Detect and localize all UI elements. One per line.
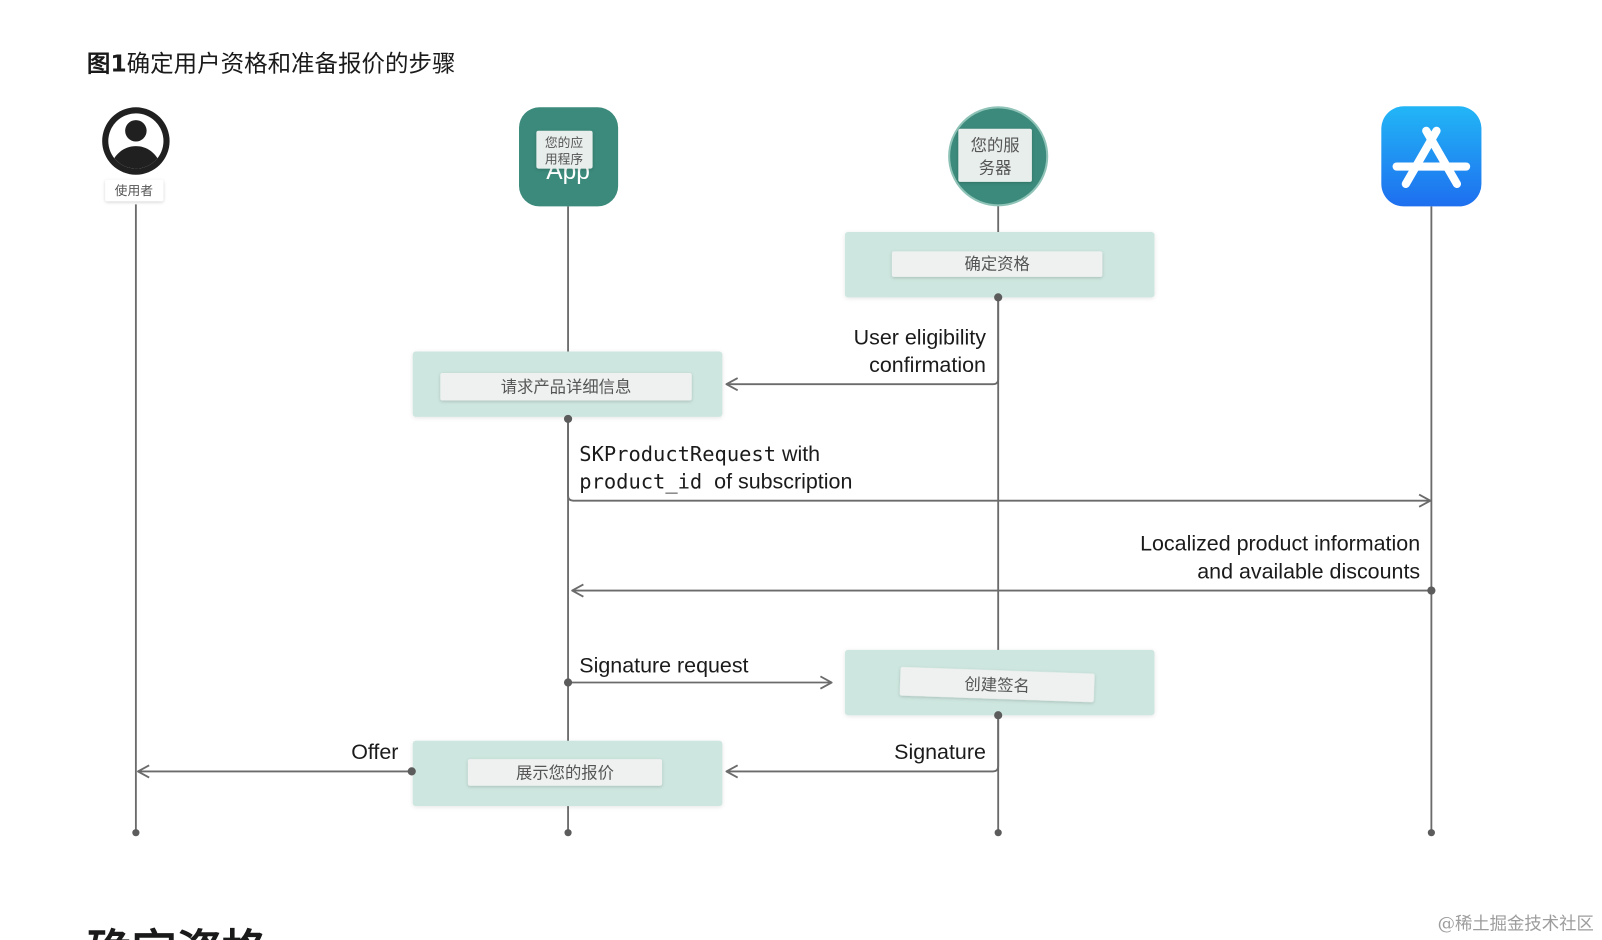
dot-product-request-start — [563, 414, 573, 424]
msg-product-request-of-subscription: of subscription — [702, 469, 852, 493]
arrow-eligibility-confirmation — [725, 297, 1000, 392]
app-store-glyph — [1392, 126, 1471, 189]
figure-title-text: 确定用户资格和准备报价的步骤 — [127, 50, 456, 78]
participant-app-store — [1381, 106, 1482, 207]
code-skproductrequest: SKProductRequest — [579, 442, 776, 466]
step-label-box — [440, 372, 692, 401]
lifeline-end-server — [994, 829, 1002, 837]
lifeline-end-app-store — [1427, 829, 1435, 837]
server-label-line2: 务器 — [979, 159, 1012, 178]
user-label-box — [105, 179, 164, 202]
participant-server: 您的服 务器 — [948, 106, 1049, 207]
dot-signature-start — [994, 711, 1003, 720]
next-section-heading: 确定资格 — [87, 925, 268, 940]
step-request-product-details: 请求产品详细信息 — [412, 351, 723, 417]
msg-product-info-line1: Localized product information — [1140, 532, 1420, 556]
server-label-box — [958, 128, 1032, 182]
app-label-line2: 用程序 — [545, 152, 584, 167]
msg-signature-request: Signature request — [579, 653, 748, 677]
lifeline-end-user — [132, 829, 140, 837]
figure-title: 图1确定用户资格和准备报价的步骤 — [87, 50, 456, 78]
step-label-box — [467, 759, 663, 786]
app-label-box — [536, 130, 593, 169]
msg-product-request-line2: product_id of subscription — [579, 469, 852, 493]
app-store-icon — [1381, 106, 1482, 207]
step-label: 创建签名 — [964, 675, 1030, 696]
msg-offer: Offer — [351, 740, 398, 764]
dot-signature-request-start — [563, 678, 573, 687]
user-icon — [102, 107, 170, 175]
arrow-product-request — [567, 418, 1432, 508]
figure-label: 图1 — [87, 50, 127, 78]
app-label-line1: 您的应 — [545, 135, 584, 151]
watermark: @稀土掘金技术社区 — [1438, 915, 1594, 935]
dot-eligibility-start — [994, 293, 1003, 302]
step-label: 确定资格 — [965, 255, 1030, 274]
step-label-box — [899, 666, 1095, 703]
participant-user: 使用者 — [102, 107, 170, 202]
server-label-line1: 您的服 — [971, 136, 1020, 155]
msg-product-request-line1: SKProductRequest with — [579, 442, 820, 466]
step-label: 展示您的报价 — [516, 764, 614, 783]
dot-product-info-start — [1427, 586, 1436, 595]
msg-product-request-with: with — [776, 442, 820, 466]
msg-product-info-line2: and available discounts — [1197, 559, 1420, 583]
step-present-offer: 展示您的报价 — [412, 740, 723, 807]
step-determine-eligibility: 确定资格 — [844, 231, 1155, 298]
arrow-signature — [725, 715, 1000, 779]
msg-eligibility-line1: User eligibility — [854, 325, 987, 349]
msg-eligibility-line2: confirmation — [869, 353, 986, 377]
step-create-signature: 创建签名 — [844, 649, 1155, 716]
step-label: 请求产品详细信息 — [501, 377, 632, 396]
code-product-id: product_id — [579, 469, 702, 493]
dot-offer-start — [407, 767, 416, 776]
user-label: 使用者 — [115, 183, 154, 199]
step-label-box — [891, 251, 1103, 277]
lifeline-end-app — [564, 829, 572, 837]
participant-app: App 您的应 用程序 — [519, 107, 619, 207]
msg-signature: Signature — [894, 740, 986, 764]
